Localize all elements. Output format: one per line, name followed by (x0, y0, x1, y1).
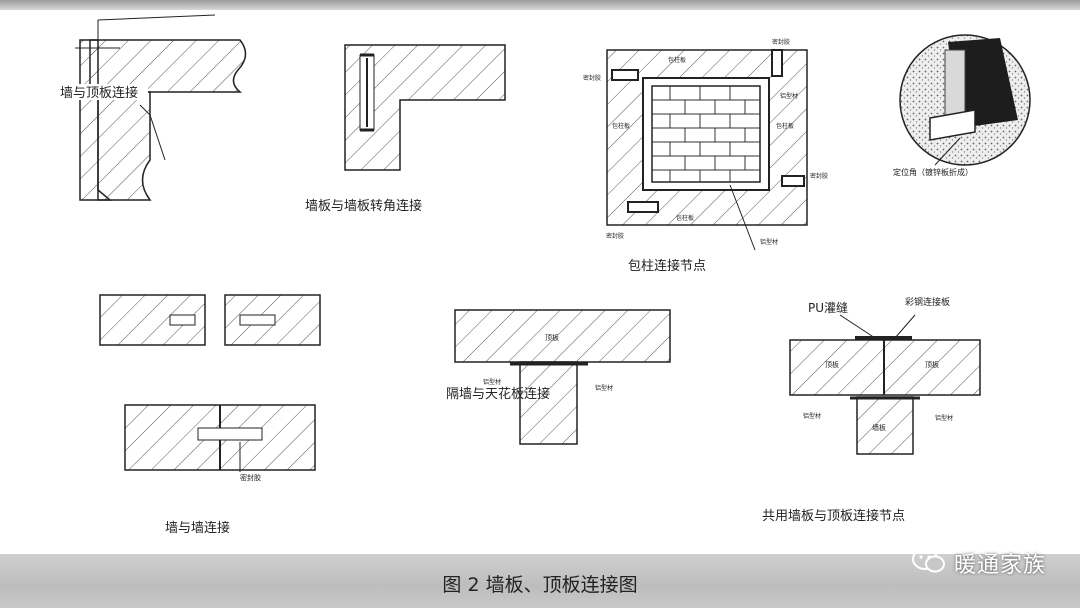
wall-wall-detail: 密封胶 墙与墙连接 (99, 294, 321, 536)
watermark: 暖通家族 (911, 547, 1046, 579)
shared-tag-5: 墙板 (872, 423, 886, 432)
column-label: 包柱连接节点 (628, 258, 706, 274)
partition-detail: 顶板 铝型材 铝型材 隔墙与天花板连接 (446, 309, 671, 445)
column-tag-3: 密封胶 (810, 172, 828, 180)
figure-caption: 图 2 墙板、顶板连接图 (442, 574, 638, 596)
column-tag-1: 密封胶 (583, 74, 601, 82)
wechat-icon (911, 547, 946, 579)
roof-wall-label: 墙与顶板连接 (60, 85, 138, 101)
partition-tag-3: 铝型材 (595, 384, 613, 392)
partition-tag-1: 顶板 (545, 333, 559, 342)
column-tag-4: 密封胶 (606, 232, 624, 240)
shared-tag-3: 铝型材 (803, 412, 821, 420)
column-tag-2: 密封胶 (772, 38, 790, 46)
partition-label: 隔墙与天花板连接 (446, 386, 550, 402)
column-tag-10: 铝型材 (760, 238, 778, 246)
shared-detail: PU灌缝 彩钢连接板 顶板 顶板 铝型材 铝型材 墙板 共用墙板与顶板连接节点 (762, 296, 981, 524)
shared-tag-2: 顶板 (925, 360, 939, 369)
shared-plate-label: 彩钢连接板 (905, 296, 950, 308)
partition-tag-2: 铝型材 (483, 378, 501, 386)
connection-drawing: 墙与顶板连接 墙板与墙板转角连接 (0, 10, 1080, 554)
top-bar (0, 0, 1080, 10)
caption-bar (0, 554, 1080, 608)
column-detail: 密封胶 密封胶 密封胶 密封胶 包柱板 包柱板 包柱板 包柱板 铝型材 铝型材 … (583, 38, 828, 274)
wall-wall-tag: 密封胶 (240, 473, 261, 482)
locator-detail: 定位角（镀锌板折成） (893, 34, 1031, 177)
wall-corner-detail: 墙板与墙板转角连接 (305, 44, 506, 214)
watermark-text: 暖通家族 (953, 553, 1046, 578)
shared-tag-4: 铝型材 (935, 414, 953, 422)
shared-label: 共用墙板与顶板连接节点 (762, 508, 905, 524)
wall-corner-label: 墙板与墙板转角连接 (305, 198, 422, 214)
shared-tag-1: 顶板 (825, 360, 839, 369)
column-tag-5: 包柱板 (668, 56, 686, 64)
column-tag-6: 包柱板 (612, 122, 630, 130)
wall-wall-label: 墙与墙连接 (165, 520, 230, 536)
locator-label: 定位角（镀锌板折成） (893, 167, 973, 177)
roof-wall-detail: 墙与顶板连接 (58, 14, 247, 201)
column-tag-7: 包柱板 (776, 122, 794, 130)
column-tag-9: 铝型材 (780, 92, 798, 100)
column-tag-8: 包柱板 (676, 214, 694, 222)
shared-pu-label: PU灌缝 (808, 300, 848, 315)
